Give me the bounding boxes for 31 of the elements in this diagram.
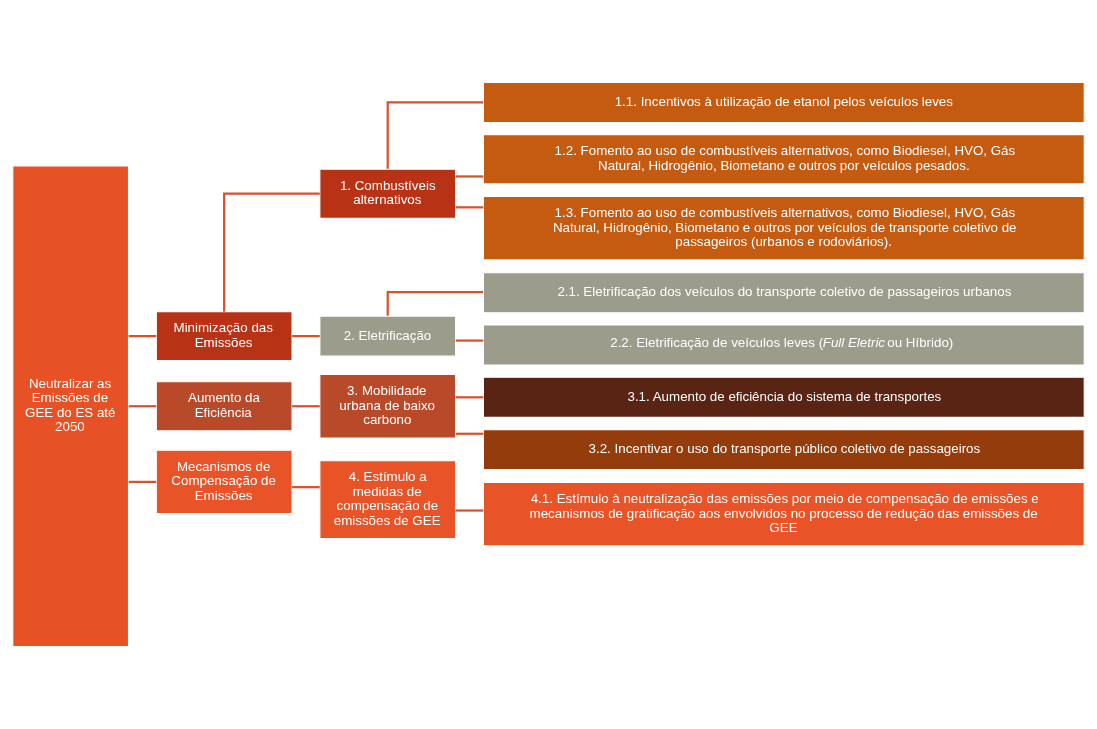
connector [455,339,484,342]
node-box: Aumento da Eficiência [155,381,293,432]
node-box: Minimização das Emissões [155,311,293,362]
connector [455,206,484,209]
node-box: 1.1. Incentivos à utilização de etanol pelos veículos leves [482,81,1085,124]
node-box: 2. Eletrificação [319,315,457,357]
node-box: 2.1. Eletrificação dos veículos do transporte coletivo de passageiros urbanos [482,272,1085,314]
node-box: 1.3. Fomento ao uso de combustíveis alternativos, como Biodiesel, HVO, Gás Natural, Hidrogênio, Biometano e outros por veículos de transporte coletivo de passageiros (urbanos e rodoviários). [482,195,1085,261]
connector [455,175,484,178]
node-box: 4. Estímulo a medidas de compensação de emissões de GEE [319,460,457,540]
connector [292,335,320,338]
connector [128,480,157,483]
connector [386,101,484,169]
node-box: 2.2. Eletrificação de veículos leves (Full Eletric ou Híbrido) [482,324,1085,366]
node-box: Neutralizar as Emissões de GEE do ES até 2050 [12,165,130,648]
connector [223,192,320,312]
node-box: 1.2. Fomento ao uso de combustíveis alternativos, como Biodiesel, HVO, Gás Natural, Hidrogênio, Biometano e outros por veículos pesados. [482,134,1085,185]
node-box: 1. Combustíveis alternativos [319,168,457,219]
connector [128,335,157,338]
node-box: 4.1. Estímulo à neutralização das emissões por meio de compensação de emissões e mecanismos de gratificação aos envolvidos no processo de redução das emissões de GEE [482,481,1085,547]
connector [455,509,484,512]
node-box: 3. Mobilidade urbana de baixo carbono [319,373,457,439]
node-box: 3.2. Incentivar o uso do transporte público coletivo de passageiros [482,429,1085,471]
connector [128,405,157,408]
connector [292,486,320,489]
connector [455,432,484,435]
connector [455,396,484,399]
connector [386,291,484,316]
node-box: Mecanismos de Compensação de Emissões [155,449,293,515]
node-box: 3.1. Aumento de eficiência do sistema de transportes [482,376,1085,418]
connector [292,405,320,408]
